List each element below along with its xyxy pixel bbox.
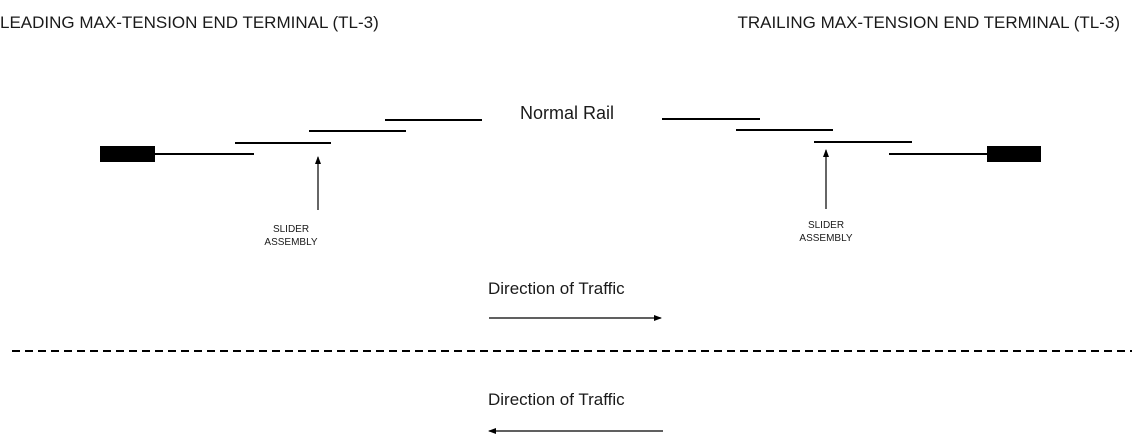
lower-direction-of-traffic-label: Direction of Traffic	[488, 390, 625, 409]
leading-slider-assembly-label: SLIDER ASSEMBLY	[256, 224, 326, 249]
leading-slider-label-line2: ASSEMBLY	[264, 236, 318, 248]
trailing-slider-assembly-label: SLIDER ASSEMBLY	[791, 220, 861, 245]
trailing-slider-label-line1: SLIDER	[807, 220, 845, 231]
upper-direction-of-traffic-label: Direction of Traffic	[488, 279, 625, 298]
trailing-terminal-title: TRAILING MAX-TENSION END TERMINAL (TL-3)	[737, 13, 1120, 32]
trailing-slider-label-line2: ASSEMBLY	[799, 232, 853, 244]
normal-rail-label: Normal Rail	[520, 103, 615, 123]
leading-slider-label-line1: SLIDER	[272, 224, 310, 235]
leading-terminal-anchor-block	[100, 146, 155, 162]
leading-terminal-title: LEADING MAX-TENSION END TERMINAL (TL-3)	[0, 13, 379, 32]
trailing-terminal-anchor-block	[987, 146, 1041, 162]
